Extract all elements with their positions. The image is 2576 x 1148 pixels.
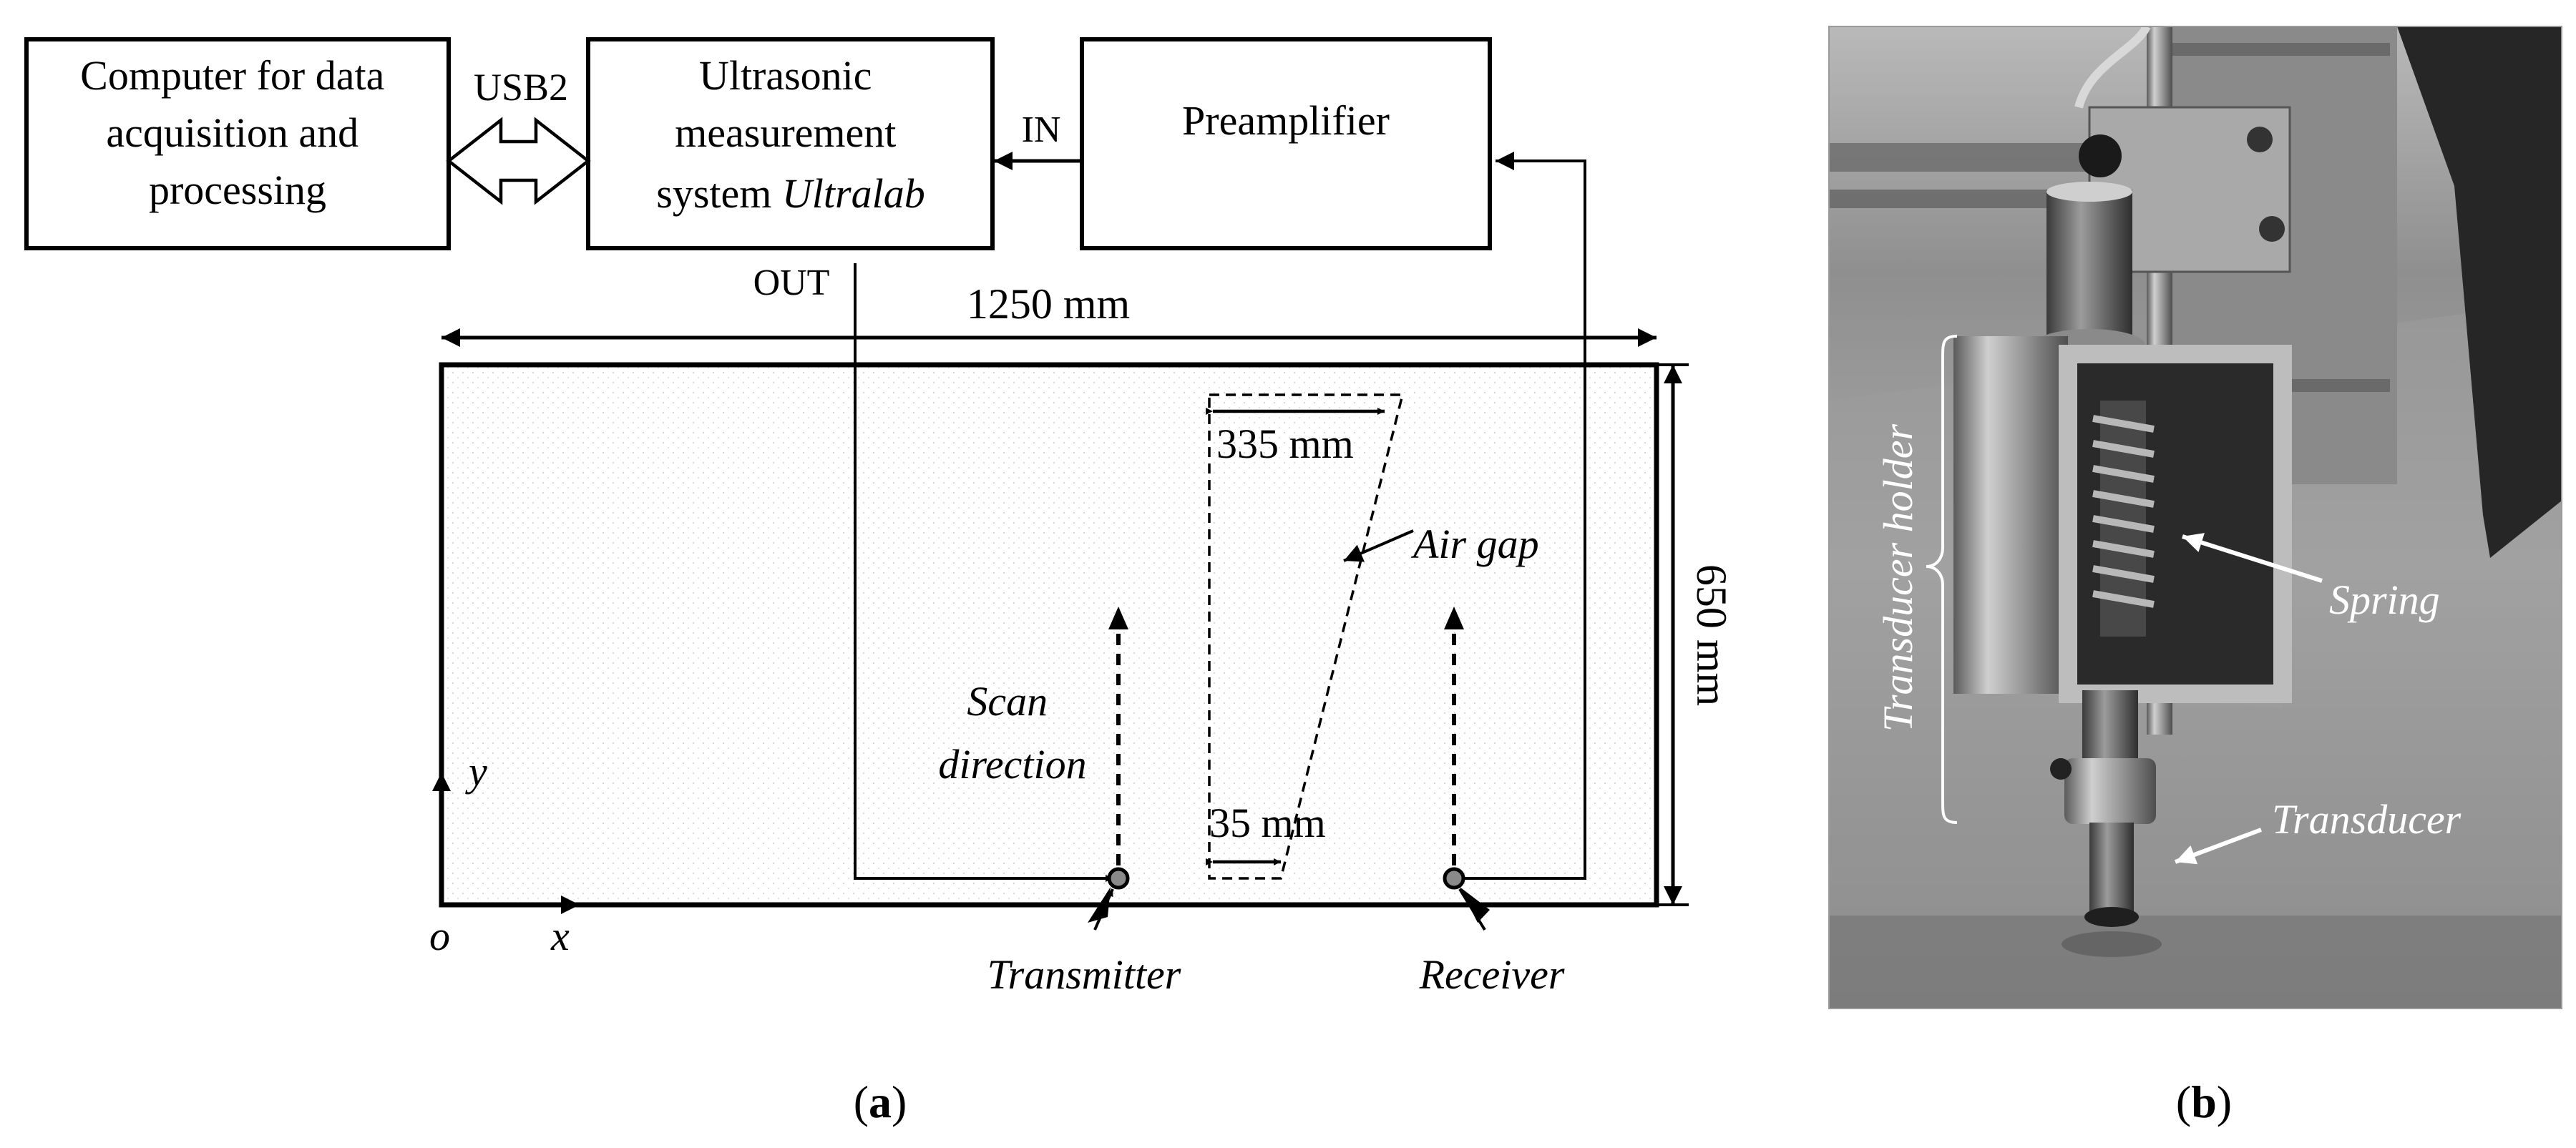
- x-axis-label: x: [550, 913, 570, 959]
- panel-b: Transducer holder Spring Transducer (b): [1828, 26, 2562, 1127]
- air-gap-outline: [1208, 393, 1405, 880]
- computer-box: [24, 37, 451, 250]
- transmitter-pointer-head: [1088, 887, 1111, 923]
- table-edge-shadow: [1829, 916, 2562, 1009]
- width-dimension-label: 1250 mm: [967, 280, 1130, 328]
- panel-a: Computer for data acquisition and proces…: [24, 37, 1735, 1127]
- preamplifier-box: [1080, 37, 1492, 250]
- y-axis-label: y: [465, 748, 487, 795]
- spring-pointer: [2182, 533, 2323, 583]
- panel-b-caption: (b): [2176, 1076, 2232, 1127]
- gantry-plate-groove-1: [2154, 43, 2390, 56]
- out-signal-line: [854, 263, 1113, 882]
- receiver-pointer-head: [1460, 887, 1490, 923]
- usb2-double-arrow: [446, 117, 591, 205]
- transmitter-label: Transmitter: [987, 951, 1181, 998]
- photo: [1829, 26, 2562, 1009]
- plate: [439, 362, 1659, 908]
- upper-shaft-cap: [2046, 182, 2132, 202]
- clamp-screw-2: [2259, 216, 2285, 242]
- clamp-bolt: [2079, 134, 2122, 177]
- collar-screw: [2050, 758, 2072, 780]
- transmitter-scan-arrowhead: [1108, 607, 1128, 629]
- photo-border: [1828, 26, 2562, 1009]
- transducer-reflection: [2062, 931, 2162, 957]
- upper-shaft: [2046, 190, 2132, 343]
- transmitter-transducer: [1107, 867, 1130, 890]
- cable: [2074, 26, 2151, 109]
- transducer-holder-label: Transducer holder: [1875, 423, 1921, 732]
- receiver-scan-arrowhead: [1444, 607, 1464, 629]
- height-dimension-label: 650 mm: [1688, 564, 1735, 706]
- air-gap-pointer: [1343, 529, 1414, 562]
- panel-a-caption: (a): [854, 1076, 907, 1127]
- computer-box-label: Computer for data acquisition and proces…: [80, 52, 395, 213]
- in-label: IN: [1022, 109, 1061, 150]
- receiver-signal-line: [1461, 152, 1586, 880]
- holder-front-plate: [1953, 336, 2068, 694]
- spring-coils: [2092, 415, 2155, 608]
- air-gap-bottom-width-label: 35 mm: [1209, 800, 1326, 846]
- receiver-label: Receiver: [1419, 951, 1565, 998]
- transducer-holder-brace: [1926, 335, 1958, 824]
- gantry-frame: [2397, 26, 2562, 558]
- ultrasonic-system-box: [586, 37, 995, 250]
- lower-collar: [2064, 758, 2156, 824]
- transducer-tip: [2084, 907, 2139, 927]
- preamplifier-label: Preamplifier: [1182, 97, 1390, 144]
- transducer-label: Transducer: [2272, 796, 2462, 843]
- spring-label: Spring: [2329, 577, 2440, 623]
- transducer-pointer: [2174, 828, 2263, 865]
- clamp-screw-1: [2247, 127, 2273, 152]
- transducer-body: [2089, 823, 2134, 916]
- receiver-transducer: [1443, 867, 1465, 890]
- holder-frame: [2059, 345, 2292, 703]
- origin-label: o: [429, 913, 450, 959]
- air-gap-label: Air gap: [1410, 521, 1539, 567]
- usb2-label: USB2: [474, 66, 568, 109]
- scan-direction-label: Scan direction: [938, 678, 1086, 788]
- ultrasonic-system-label: Ultrasonic measurement system Ultralab: [656, 52, 924, 217]
- out-label: OUT: [753, 263, 830, 303]
- air-gap-top-width-label: 335 mm: [1216, 421, 1354, 467]
